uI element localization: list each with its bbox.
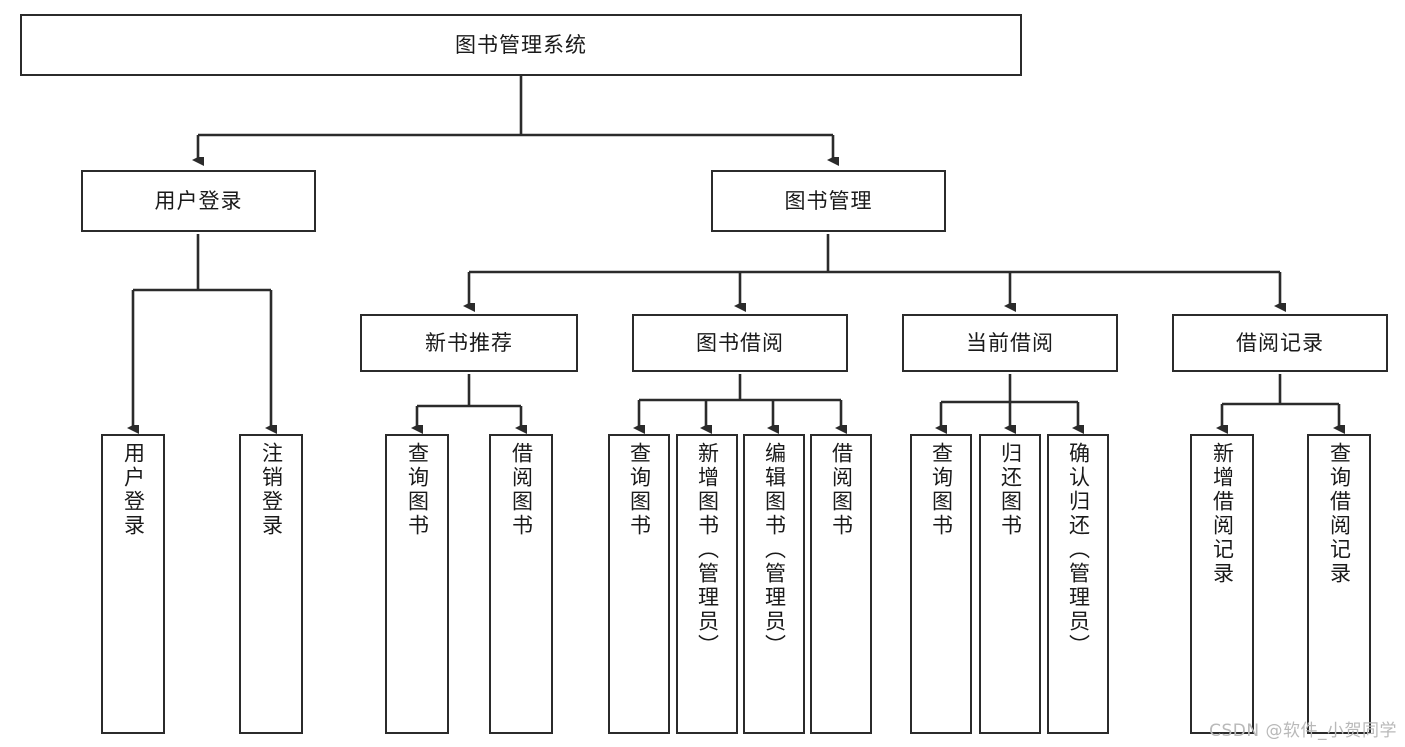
node-new-book-recommend[interactable]: 新书推荐 — [360, 314, 578, 372]
node-label: 新增借阅记录 — [1210, 442, 1235, 586]
node-label: 图书管理 — [784, 188, 873, 213]
leaf-record-query-record[interactable]: 查询借阅记录 — [1307, 434, 1371, 734]
node-current-borrow[interactable]: 当前借阅 — [902, 314, 1118, 372]
node-label: 图书借阅 — [696, 330, 784, 355]
node-label: 用户登录 — [121, 442, 146, 538]
node-label: 用户登录 — [154, 188, 243, 213]
leaf-current-confirm-return-admin[interactable]: 确认归还（管理员） — [1047, 434, 1109, 734]
node-label: 图书管理系统 — [455, 32, 587, 57]
leaf-current-query-book[interactable]: 查询图书 — [910, 434, 972, 734]
node-label: 新书推荐 — [425, 330, 513, 355]
node-borrow-record[interactable]: 借阅记录 — [1172, 314, 1388, 372]
node-label: 借阅记录 — [1236, 330, 1324, 355]
leaf-user-login-login[interactable]: 用户登录 — [101, 434, 165, 734]
leaf-borrow-add-book-admin[interactable]: 新增图书（管理员） — [676, 434, 738, 734]
csdn-watermark: CSDN @软件_小贺同学 — [1209, 721, 1397, 741]
node-label: 新增图书（管理员） — [695, 442, 720, 658]
leaf-borrow-borrow-book[interactable]: 借阅图书 — [810, 434, 872, 734]
node-label: 当前借阅 — [966, 330, 1054, 355]
node-user-login[interactable]: 用户登录 — [81, 170, 316, 232]
node-label: 查询图书 — [627, 442, 652, 538]
leaf-recommend-borrow-book[interactable]: 借阅图书 — [489, 434, 553, 734]
node-label: 编辑图书（管理员） — [762, 442, 787, 658]
node-label: 注销登录 — [259, 442, 284, 538]
node-label: 查询借阅记录 — [1327, 442, 1352, 586]
node-label: 归还图书 — [998, 442, 1023, 538]
leaf-recommend-query-book[interactable]: 查询图书 — [385, 434, 449, 734]
node-book-management[interactable]: 图书管理 — [711, 170, 946, 232]
node-label: 借阅图书 — [829, 442, 854, 538]
node-root-book-management-system[interactable]: 图书管理系统 — [20, 14, 1022, 76]
node-label: 借阅图书 — [509, 442, 534, 538]
node-label: 查询图书 — [405, 442, 430, 538]
leaf-user-login-logout[interactable]: 注销登录 — [239, 434, 303, 734]
node-book-borrow[interactable]: 图书借阅 — [632, 314, 848, 372]
leaf-borrow-edit-book-admin[interactable]: 编辑图书（管理员） — [743, 434, 805, 734]
node-label: 确认归还（管理员） — [1066, 442, 1091, 658]
leaf-current-return-book[interactable]: 归还图书 — [979, 434, 1041, 734]
leaf-borrow-query-book[interactable]: 查询图书 — [608, 434, 670, 734]
leaf-record-add-record[interactable]: 新增借阅记录 — [1190, 434, 1254, 734]
node-label: 查询图书 — [929, 442, 954, 538]
